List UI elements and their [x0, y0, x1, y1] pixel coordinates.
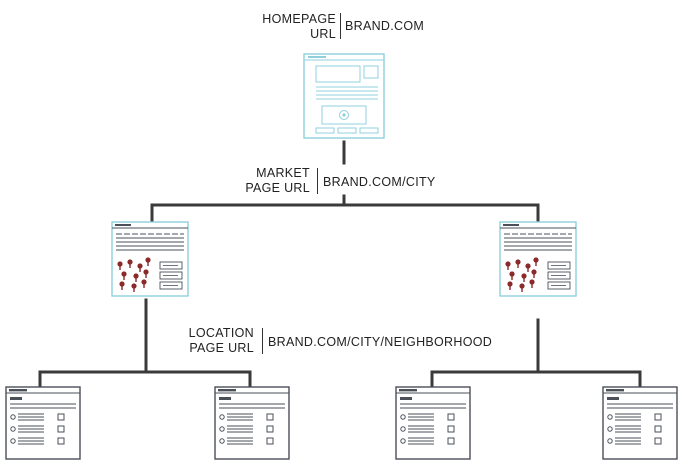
- location-label-separator: [262, 328, 263, 354]
- bullet-icon: [10, 438, 16, 444]
- map-pin-icon: [529, 279, 535, 285]
- market-level-label: MARKET PAGE URL: [216, 166, 310, 196]
- listing-box: [547, 281, 571, 290]
- bullet-icon: [219, 414, 225, 420]
- browser-tab: [399, 389, 417, 392]
- homepage-level-label: HOMEPAGE URL: [246, 12, 336, 42]
- hero-block: [315, 65, 361, 83]
- checkbox-icon: [266, 437, 274, 445]
- map-pin-icon: [525, 263, 531, 269]
- page-thumbnails: [5, 53, 678, 460]
- browser-tab: [503, 224, 519, 226]
- bullet-icon: [607, 414, 613, 420]
- browser-tab: [308, 56, 326, 58]
- checkbox-icon: [57, 437, 65, 445]
- market-url: BRAND.COM/CITY: [323, 175, 436, 189]
- listing-box: [547, 261, 571, 270]
- footer-block: [315, 127, 335, 134]
- browser-tab: [218, 389, 236, 392]
- location-label-line2: PAGE URL: [189, 341, 254, 355]
- market-page-thumbnail-left: [111, 221, 189, 297]
- listing-box: [159, 281, 183, 290]
- side-block: [363, 65, 379, 79]
- play-icon-center: [342, 113, 346, 117]
- map-pin-icon: [145, 257, 151, 263]
- browser-tab: [115, 224, 131, 226]
- map-pin-icon: [505, 261, 511, 267]
- market-label-separator: [317, 168, 318, 194]
- browser-tab: [606, 389, 624, 392]
- checkbox-icon: [266, 425, 274, 433]
- map-pin-icon: [515, 259, 521, 265]
- map-pin-icon: [509, 271, 515, 277]
- checkbox-icon: [57, 425, 65, 433]
- market-page-thumbnail-right: [499, 221, 577, 297]
- bullet-icon: [219, 438, 225, 444]
- browser-tab: [9, 389, 27, 392]
- map-pin-icon: [117, 261, 123, 267]
- location-page-thumbnail: [395, 386, 471, 460]
- footer-block: [337, 127, 357, 134]
- homepage-label-separator: [340, 13, 341, 39]
- market-label-line2: PAGE URL: [245, 181, 310, 195]
- map-pin-icon: [137, 263, 143, 269]
- listing-box: [159, 271, 183, 280]
- bullet-icon: [400, 414, 406, 420]
- location-url: BRAND.COM/CITY/NEIGHBORHOOD: [268, 335, 493, 349]
- checkbox-icon: [447, 425, 455, 433]
- map-pin-icon: [141, 279, 147, 285]
- map-pin-icon: [531, 269, 537, 275]
- map-pin-icon: [127, 259, 133, 265]
- bullet-icon: [400, 426, 406, 432]
- market-label-line1: MARKET: [256, 166, 310, 180]
- map-pin-icon: [131, 283, 137, 289]
- location-page-thumbnail: [5, 386, 81, 460]
- heading-block: [219, 397, 231, 400]
- map-pin-icon: [521, 273, 527, 279]
- checkbox-icon: [654, 425, 662, 433]
- checkbox-icon: [654, 413, 662, 421]
- play-icon: [339, 110, 349, 120]
- bullet-icon: [10, 414, 16, 420]
- location-label-line1: LOCATION: [188, 326, 254, 340]
- bullet-icon: [219, 426, 225, 432]
- video-block: [321, 105, 367, 125]
- checkbox-icon: [654, 437, 662, 445]
- homepage-label-line1: HOMEPAGE: [262, 12, 336, 26]
- location-level-label: LOCATION PAGE URL: [160, 326, 254, 356]
- homepage-url: BRAND.COM: [345, 19, 425, 33]
- map-pin-icon: [143, 269, 149, 275]
- heading-block: [400, 397, 412, 400]
- map-pin-icon: [507, 281, 513, 287]
- location-page-thumbnail: [214, 386, 290, 460]
- bullet-icon: [607, 438, 613, 444]
- map-pin-icon: [119, 281, 125, 287]
- homepage-thumbnail: [303, 53, 385, 139]
- location-page-thumbnail: [602, 386, 678, 460]
- homepage-label-line2: URL: [310, 27, 336, 41]
- map-pin-icon: [133, 273, 139, 279]
- map-pin-icon: [519, 283, 525, 289]
- checkbox-icon: [447, 437, 455, 445]
- footer-block: [359, 127, 379, 134]
- bullet-icon: [10, 426, 16, 432]
- heading-block: [10, 397, 22, 400]
- bullet-icon: [607, 426, 613, 432]
- map-pin-icon: [121, 271, 127, 277]
- listing-box: [547, 271, 571, 280]
- listing-box: [159, 261, 183, 270]
- checkbox-icon: [57, 413, 65, 421]
- connector-lines: [38, 140, 642, 389]
- heading-block: [607, 397, 619, 400]
- bullet-icon: [400, 438, 406, 444]
- map-pin-icon: [533, 257, 539, 263]
- checkbox-icon: [447, 413, 455, 421]
- checkbox-icon: [266, 413, 274, 421]
